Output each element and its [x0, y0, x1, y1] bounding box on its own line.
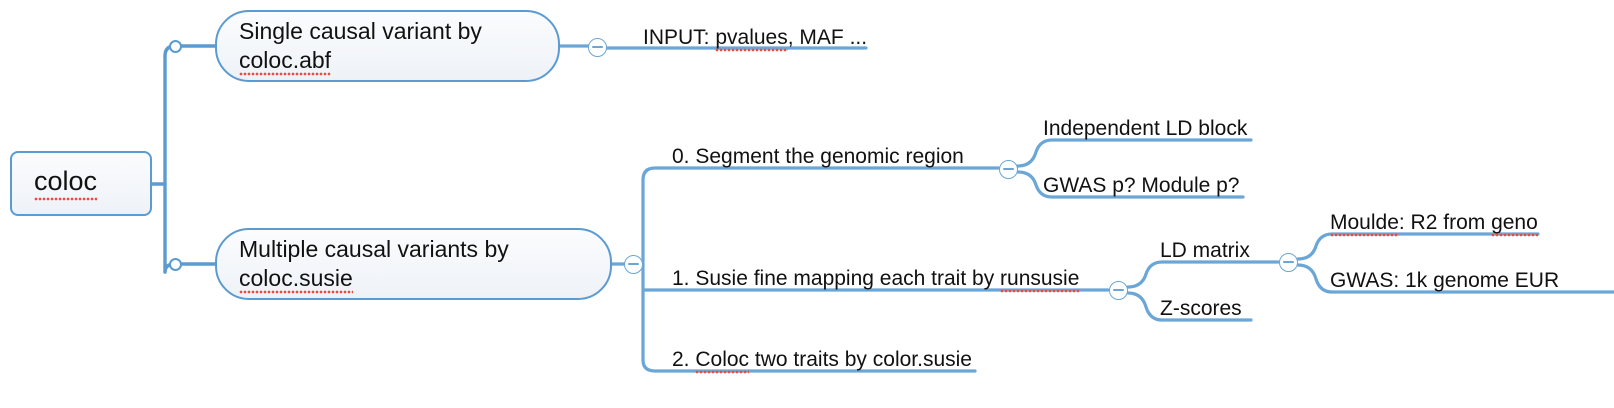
susie-label-line2: coloc.susie	[239, 265, 353, 294]
leaf-coloc-two-traits[interactable]: 2. Coloc two traits by color.susie	[672, 348, 972, 374]
leaf-finemap-head: 1. Susie fine mapping each trait by	[672, 267, 1001, 290]
leaf-gwas-module-p-label: GWAS p? Module p?	[1043, 174, 1240, 197]
leaf-finemap-misspelled: runsusie	[1000, 267, 1080, 293]
leaf-independent-ld-block[interactable]: Independent LD block	[1043, 118, 1247, 139]
leaf-geno-misspelled: geno	[1491, 211, 1538, 237]
leaf-ld-block-label: Independent LD block	[1043, 117, 1248, 140]
leaf-moulde-mid: : R2 from	[1398, 211, 1492, 234]
leaf-input-head: INPUT:	[643, 26, 716, 49]
collapse-toggle-abf[interactable]	[588, 38, 607, 57]
root-node-label: coloc	[34, 166, 98, 201]
branch-node-susie-label: Multiple causal variants by coloc.susie	[239, 235, 509, 294]
leaf-segment-label: 0. Segment the genomic region	[672, 145, 964, 168]
leaf-z-scores[interactable]: Z-scores	[1160, 298, 1242, 319]
wire-finemap-to-ldmatrix	[1126, 260, 1280, 289]
leaf-ld-matrix[interactable]: LD matrix	[1160, 240, 1250, 261]
leaf-gwas-1k-label: GWAS: 1k genome EUR	[1330, 269, 1560, 292]
leaf-z-scores-label: Z-scores	[1160, 297, 1242, 320]
collapse-toggle-susie[interactable]	[624, 255, 643, 274]
leaf-gwas-p-module-p[interactable]: GWAS p? Module p?	[1043, 175, 1240, 196]
leaf-input[interactable]: INPUT: pvalues, MAF ...	[643, 26, 868, 52]
branch-node-multiple-causal-variants[interactable]: Multiple causal variants by coloc.susie	[215, 228, 612, 300]
collapse-toggle-ldmatrix[interactable]	[1279, 253, 1298, 272]
leaf-coloc-two-misspelled: Coloc	[695, 348, 750, 374]
branch-node-abf-label: Single causal variant by coloc.abf	[239, 17, 482, 76]
susie-label-line1: Multiple causal variants by	[239, 235, 509, 262]
collapse-toggle-segment[interactable]	[999, 160, 1018, 179]
leaf-moulde-r2-from-geno[interactable]: Moulde: R2 from geno	[1330, 211, 1538, 237]
wire-ldmatrix-to-moulde	[1296, 232, 1540, 261]
leaf-gwas-1k-genome-eur[interactable]: GWAS: 1k genome EUR	[1330, 270, 1559, 291]
wire-segment-to-ldblock	[1016, 138, 1253, 168]
collapse-toggle-finemap[interactable]	[1109, 281, 1128, 300]
root-node[interactable]: coloc	[10, 151, 152, 216]
wire-to-segment	[641, 166, 1000, 182]
leaf-susie-fine-mapping[interactable]: 1. Susie fine mapping each trait by runs…	[672, 267, 1080, 293]
leaf-segment-genomic-region[interactable]: 0. Segment the genomic region	[672, 146, 964, 167]
branch-node-single-causal-variant[interactable]: Single causal variant by coloc.abf	[215, 10, 560, 82]
leaf-coloc-two-head: 2.	[672, 348, 696, 371]
leaf-coloc-two-tail: two traits by color.susie	[749, 348, 972, 371]
junction-dot-susie[interactable]	[169, 258, 182, 271]
abf-label-line1: Single causal variant by	[239, 17, 482, 44]
abf-label-line2: coloc.abf	[239, 47, 332, 76]
junction-dot-abf[interactable]	[169, 40, 182, 53]
leaf-moulde-misspelled: Moulde	[1330, 211, 1399, 237]
leaf-ld-matrix-label: LD matrix	[1160, 239, 1250, 262]
leaf-input-tail: , MAF ...	[787, 26, 868, 49]
leaf-input-misspelled: pvalues	[715, 26, 788, 52]
